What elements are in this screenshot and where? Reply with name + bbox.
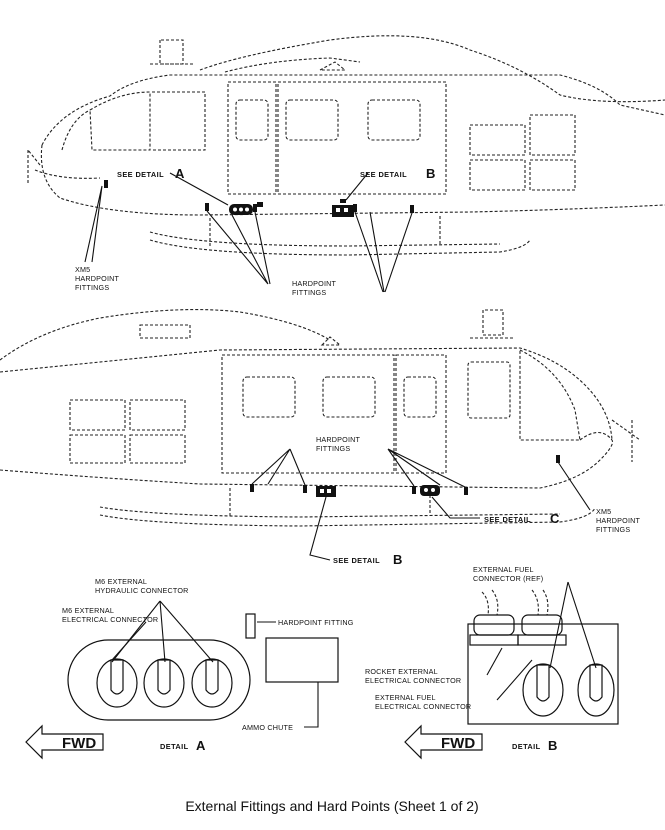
see-detail-b-label-mid: SEE DETAIL <box>333 556 380 565</box>
figure-caption: External Fittings and Hard Points (Sheet… <box>185 798 478 814</box>
xm5-label-top: XM5 HARDPOINT FITTINGS <box>75 265 120 292</box>
connector-knob-icon <box>522 663 564 717</box>
detail-b-view <box>404 581 619 760</box>
xm5-top-line-3: FITTINGS <box>75 283 109 292</box>
m6-electrical-line-2: ELECTRICAL CONNECTOR <box>62 615 158 624</box>
ext-fuel-elec-line-2: ELECTRICAL CONNECTOR <box>375 702 471 711</box>
connector-knob-icon <box>577 663 615 717</box>
xm5-top-line-1: XM5 <box>75 265 90 274</box>
detail-a-caption-letter: A <box>196 738 206 753</box>
detail-a-word: DETAIL <box>160 742 189 751</box>
m6-hydraulic-line-2: HYDRAULIC CONNECTOR <box>95 586 189 595</box>
ext-fuel-ref-line-1: EXTERNAL FUEL <box>473 565 534 574</box>
helicopter-middle-view <box>0 309 641 561</box>
detail-a-letter: A <box>175 166 185 181</box>
xm5-mid-line-1: XM5 <box>596 507 611 516</box>
connector-knob-icon <box>191 658 233 708</box>
see-detail-c-label: SEE DETAIL <box>484 515 531 524</box>
helicopter-top-view <box>27 35 665 293</box>
detail-c-letter: C <box>550 511 560 526</box>
forward-arrow-icon <box>25 724 104 760</box>
xm5-mid-line-3: FITTINGS <box>596 525 630 534</box>
rocket-elec-line-2: ELECTRICAL CONNECTOR <box>365 676 461 685</box>
xm5-label-mid: XM5 HARDPOINT FITTINGS <box>596 507 641 534</box>
connector-knob-icon <box>143 658 185 708</box>
see-detail-b-label-top: SEE DETAIL <box>360 170 407 179</box>
m6-electrical-line-1: M6 EXTERNAL <box>62 606 114 615</box>
hardpoint-top-line-1: HARDPOINT <box>292 279 337 288</box>
hardpoint-mid-line-1: HARDPOINT <box>316 435 361 444</box>
detail-b-letter-top: B <box>426 166 435 181</box>
external-fuel-electrical-label: EXTERNAL FUEL ELECTRICAL CONNECTOR <box>375 693 471 711</box>
detail-b-caption-letter: B <box>548 738 557 753</box>
hardpoint-fitting-label: HARDPOINT FITTING <box>278 618 354 627</box>
detail-b-letter-mid: B <box>393 552 402 567</box>
connector-knob-icon <box>96 658 138 708</box>
m6-hydraulic-line-1: M6 EXTERNAL <box>95 577 147 586</box>
ext-fuel-elec-line-1: EXTERNAL FUEL <box>375 693 436 702</box>
fwd-b-label: FWD <box>441 735 475 752</box>
ammo-chute-label: AMMO CHUTE <box>242 723 293 732</box>
see-detail-a-label: SEE DETAIL <box>117 170 164 179</box>
hardpoint-fittings-label-mid: HARDPOINT FITTINGS <box>316 435 361 453</box>
rocket-electrical-label: ROCKET EXTERNAL ELECTRICAL CONNECTOR <box>365 667 461 685</box>
fwd-a-label: FWD <box>62 735 96 752</box>
m6-electrical-label: M6 EXTERNAL ELECTRICAL CONNECTOR <box>62 606 158 624</box>
detail-b-word: DETAIL <box>512 742 541 751</box>
rocket-elec-line-1: ROCKET EXTERNAL <box>365 667 438 676</box>
m6-hydraulic-label: M6 EXTERNAL HYDRAULIC CONNECTOR <box>95 577 189 595</box>
hardpoint-mid-line-2: FITTINGS <box>316 444 350 453</box>
forward-arrow-icon <box>404 724 483 760</box>
xm5-top-line-2: HARDPOINT <box>75 274 120 283</box>
external-fuel-ref-label: EXTERNAL FUEL CONNECTOR (REF) <box>473 565 543 583</box>
xm5-mid-line-2: HARDPOINT <box>596 516 641 525</box>
hardpoint-top-line-2: FITTINGS <box>292 288 326 297</box>
ext-fuel-ref-line-2: CONNECTOR (REF) <box>473 574 543 583</box>
detail-a-view <box>25 600 339 760</box>
hardpoint-fittings-label-top: HARDPOINT FITTINGS <box>292 279 337 297</box>
